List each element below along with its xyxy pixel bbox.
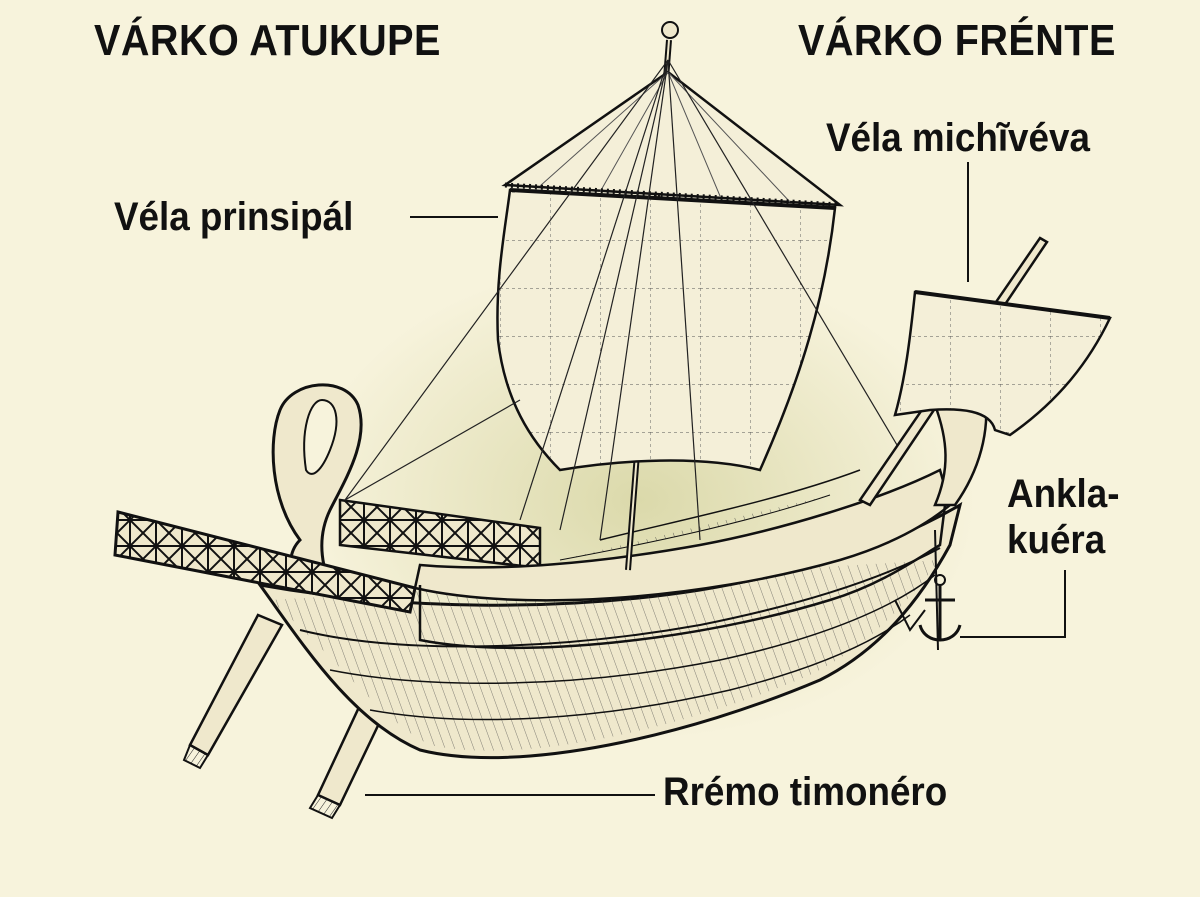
- steering-oar-label: Rrémo timonéro: [663, 770, 948, 814]
- steering-oar-rear: [182, 613, 284, 770]
- stern-swan-ornament: [271, 383, 363, 592]
- topsail: [501, 70, 844, 208]
- anchor-leader-vertical: [1064, 570, 1066, 638]
- bow-sail: [893, 290, 1112, 437]
- bow-heading: VÁRKO FRÉNTE: [798, 16, 1116, 65]
- ship-hull: [256, 501, 963, 760]
- anchor: [894, 529, 962, 651]
- anchor-label-line1: Ankla-: [1007, 472, 1120, 516]
- stern-heading: VÁRKO ATUKUPE: [94, 16, 441, 65]
- bow-post: [933, 393, 988, 507]
- main-sail: [496, 188, 837, 472]
- anchor-label-line2: kuéra: [1007, 518, 1106, 562]
- main-sail-leader: [410, 216, 498, 218]
- stern-gallery-railing: [113, 498, 542, 614]
- main-sail-label: Véla prinsipál: [114, 195, 354, 239]
- steering-oar-leader: [365, 794, 655, 796]
- bow-sail-label: Véla michĩvéva: [826, 116, 1090, 160]
- bow-sail-leader: [967, 162, 969, 282]
- rigging-lines: [344, 59, 901, 541]
- anchor-leader-horizontal: [960, 636, 1066, 638]
